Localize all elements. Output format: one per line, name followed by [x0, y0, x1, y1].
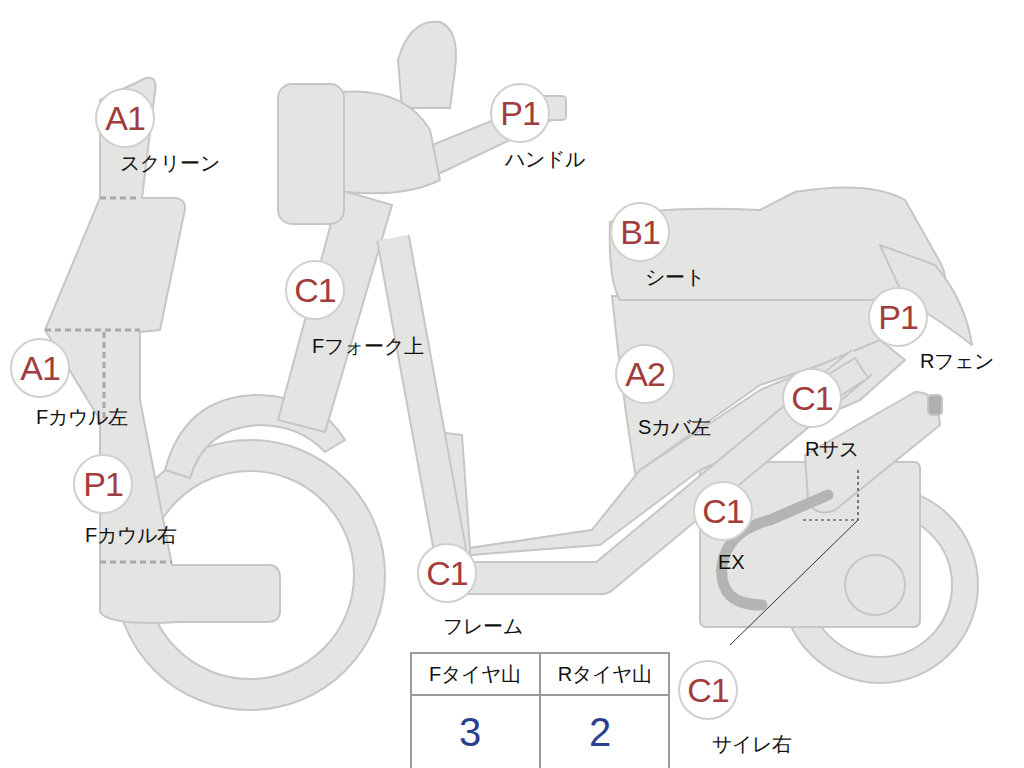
callout-badge: C1Rサス — [782, 368, 842, 428]
callout-number: C1 — [693, 481, 753, 541]
part-name: サイレ右 — [712, 733, 792, 755]
table-value: 3 — [459, 712, 481, 752]
frame — [393, 238, 862, 578]
callout-badge: C1Fフォーク上 — [285, 260, 345, 320]
rear-hub — [845, 555, 905, 615]
callout-circle-shape — [616, 345, 674, 403]
part-name: Fカウル左 — [36, 406, 128, 428]
callout-circle-shape — [11, 339, 69, 397]
leader-line — [800, 470, 858, 520]
frame-outline — [393, 238, 862, 578]
callout-circle-shape — [491, 84, 549, 142]
callout-badge: A1Fカウル左 — [10, 338, 70, 398]
callout-circle-shape — [783, 369, 841, 427]
callout-circle-shape — [96, 89, 154, 147]
callout-badge: C1サイレ右 — [678, 660, 738, 720]
callout-number: A1 — [95, 88, 155, 148]
table-header: Rタイヤ山 — [558, 664, 652, 684]
part-name: Sカバ左 — [638, 416, 711, 438]
callout-number: C1 — [417, 543, 477, 603]
callout-number: C1 — [678, 660, 738, 720]
callout-number: B1 — [610, 202, 670, 262]
callout-circle-shape — [611, 203, 669, 261]
callout-badge: C1フレーム — [417, 543, 477, 603]
table-header: Fタイヤ山 — [429, 664, 521, 684]
silencer-tip — [928, 395, 942, 415]
callout-badge: A2Sカバ左 — [615, 344, 675, 404]
callout-number: C1 — [782, 368, 842, 428]
callout-circle-shape — [694, 482, 752, 540]
front-fork — [278, 190, 392, 432]
windscreen — [398, 22, 456, 108]
table-value: 2 — [589, 712, 611, 752]
callout-number: P1 — [73, 454, 133, 514]
front-cowl — [45, 78, 280, 623]
cowl-dash — [45, 329, 140, 332]
part-name: シート — [645, 266, 705, 288]
part-name: ハンドル — [505, 148, 585, 170]
cowl-dash — [103, 332, 106, 418]
table-border — [411, 653, 669, 768]
cowl-dash — [100, 561, 172, 564]
callout-circle-shape — [679, 661, 737, 719]
headlight — [278, 84, 344, 224]
seat — [610, 188, 945, 301]
table-rule — [539, 653, 541, 768]
screen-dash — [100, 197, 140, 200]
callout-badge: P1Fカウル右 — [73, 454, 133, 514]
part-name: Rフェン — [920, 350, 994, 372]
callout-number: A1 — [10, 338, 70, 398]
callout-badge: P1Rフェン — [868, 287, 928, 347]
part-name: EX — [718, 551, 745, 573]
callout-badge: C1EX — [693, 481, 753, 541]
callout-number: A2 — [615, 344, 675, 404]
part-name: Fカウル右 — [85, 524, 177, 546]
callout-circle-shape — [418, 544, 476, 602]
callout-number: C1 — [285, 260, 345, 320]
part-name: スクリーン — [120, 152, 220, 174]
callout-badge: B1シート — [610, 202, 670, 262]
callout-number: P1 — [868, 287, 928, 347]
callout-number: P1 — [490, 83, 550, 143]
callout-circle-shape — [869, 288, 927, 346]
callout-circle-shape — [74, 455, 132, 513]
part-name: フレーム — [443, 615, 523, 637]
callout-circle-shape — [286, 261, 344, 319]
part-name: Fフォーク上 — [312, 335, 424, 357]
part-name: Rサス — [805, 438, 859, 460]
callout-badge: P1ハンドル — [490, 83, 550, 143]
callout-badge: A1スクリーン — [95, 88, 155, 148]
leader-line — [730, 520, 858, 645]
